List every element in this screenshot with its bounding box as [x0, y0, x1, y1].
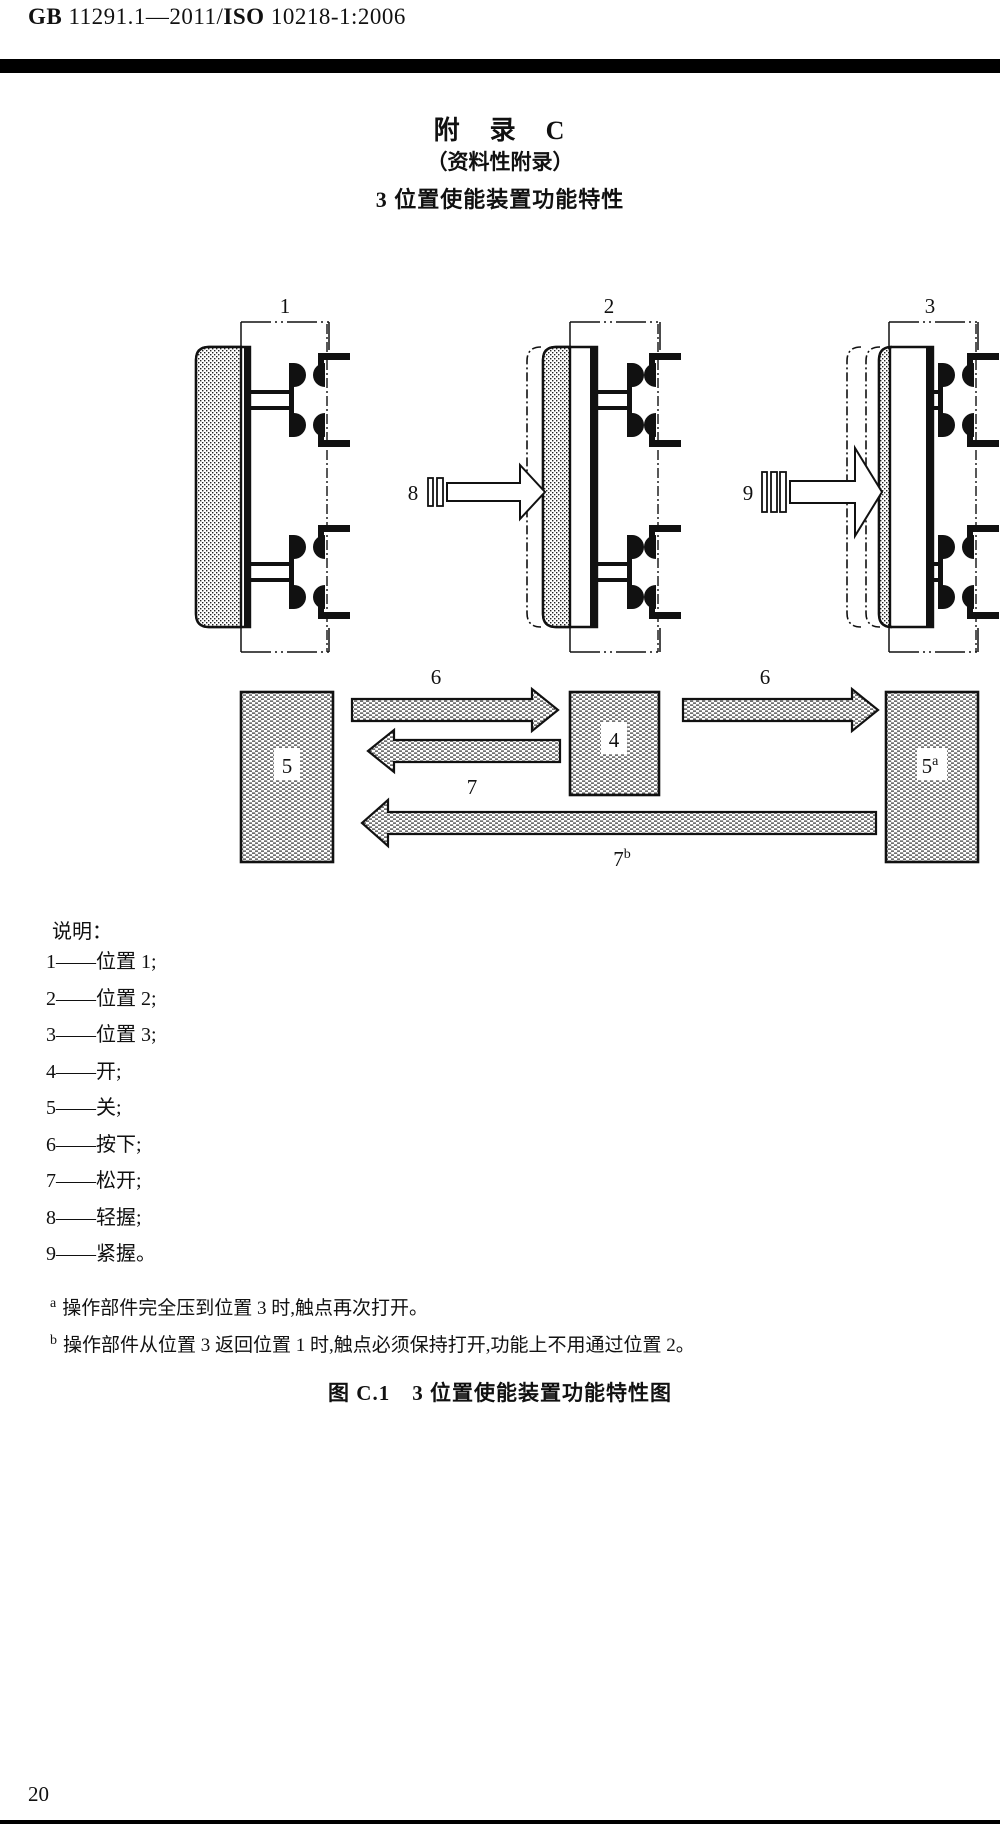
- legend-item: 9——紧握。: [46, 1243, 156, 1265]
- actuator-pad: [877, 345, 893, 629]
- footnote-a-marker: a: [50, 1295, 57, 1311]
- actuator-pad: [194, 345, 243, 629]
- footnote-b-marker: b: [50, 1332, 57, 1348]
- top-rule-bar: [0, 59, 1000, 73]
- legend-item: 7——松开;: [46, 1170, 142, 1192]
- label-off-again: 5a: [922, 754, 940, 778]
- legend-item: 2——位置 2;: [46, 987, 157, 1010]
- release-arrow: [366, 727, 562, 775]
- header-number: 11291.1—2011/: [62, 4, 224, 29]
- label-position-2: 2: [604, 294, 615, 318]
- legend-item: 8——轻握;: [46, 1206, 142, 1229]
- document-header: GB 11291.1—2011/ISO 10218-1:2006: [28, 4, 406, 30]
- label-press-left: 6: [431, 665, 442, 689]
- figure-caption: 图 C.1 3 位置使能装置功能特性图: [328, 1381, 672, 1405]
- top-bracket-stubs: [569, 322, 661, 350]
- actuator-face: [244, 346, 250, 628]
- actuator-pad: [541, 345, 572, 629]
- legend-item: 5——关;: [46, 1097, 122, 1119]
- legend-item: 4——开;: [46, 1060, 122, 1083]
- label-light-grip: 8: [408, 481, 419, 505]
- switch-unit-position-2: 2 8: [408, 294, 681, 653]
- appendix-type: （资料性附录）: [426, 150, 574, 174]
- state-box-on-labelpatch: [601, 722, 627, 754]
- label-on: 4: [609, 728, 620, 752]
- legend-item: 6——按下;: [46, 1133, 142, 1156]
- contact-lower-closed: [597, 525, 681, 619]
- tight-grip-arrow: [761, 444, 884, 540]
- header-iso: ISO: [223, 4, 265, 29]
- appendix-subject: 3 位置使能装置功能特性: [375, 187, 625, 212]
- contact-upper-open: [250, 353, 350, 447]
- state-diagram: 5 4 5a 6 6 7 7b: [239, 665, 980, 871]
- header-gb: GB: [28, 4, 63, 29]
- label-position-3: 3: [925, 294, 936, 318]
- label-position-1: 1: [280, 294, 291, 318]
- state-box-off-labelpatch: [274, 748, 300, 780]
- legend-list: 1——位置 1; 2——位置 2; 3——位置 3; 4——开; 5——关; 6…: [46, 944, 157, 1273]
- bottom-bracket-stubs: [888, 628, 979, 652]
- press-arrow-right: [681, 686, 880, 734]
- label-release-long: 7b: [613, 847, 631, 871]
- actuator-face: [590, 346, 597, 628]
- switch-unit-position-3: 3 9: [743, 294, 999, 653]
- contact-lower-reopened: [933, 525, 999, 619]
- label-press-right: 6: [760, 665, 771, 689]
- top-bracket-stubs: [240, 322, 330, 350]
- state-box-off-again-labelpatch: [917, 748, 947, 780]
- footnote-b: b 操作部件从位置 3 返回位置 1 时,触点必须保持打开,功能上不用通过位置 2…: [50, 1330, 695, 1357]
- label-release: 7: [467, 775, 478, 799]
- release-arrow-long: [360, 797, 878, 849]
- contact-upper-reopened: [933, 353, 999, 447]
- bottom-rule-bar: [0, 1820, 1000, 1824]
- page-number: 20: [28, 1782, 49, 1806]
- press-arrow-left: [350, 686, 560, 734]
- bottom-bracket-stubs: [569, 628, 661, 652]
- top-bracket-stubs: [888, 322, 979, 350]
- legend-item: 3——位置 3;: [46, 1024, 157, 1046]
- actuator-face: [926, 346, 933, 628]
- light-grip-arrow: [427, 462, 547, 522]
- label-off: 5: [282, 754, 293, 778]
- contact-upper-closed: [597, 353, 681, 447]
- footnote-b-text: 操作部件从位置 3 返回位置 1 时,触点必须保持打开,功能上不用通过位置 2。: [63, 1335, 695, 1356]
- footnote-a-text: 操作部件完全压到位置 3 时,触点再次打开。: [62, 1298, 428, 1319]
- appendix-title: 附 录 C: [433, 116, 567, 145]
- switch-unit-position-1: 1: [194, 294, 350, 653]
- header-rest: 10218-1:2006: [264, 4, 406, 29]
- figure-c1-diagram: 1: [194, 294, 999, 871]
- legend-item: 1——位置 1;: [46, 951, 157, 973]
- label-tight-grip: 9: [743, 481, 754, 505]
- contact-lower-open: [250, 525, 350, 619]
- footnote-a: a 操作部件完全压到位置 3 时,触点再次打开。: [50, 1293, 428, 1320]
- legend-heading: 说明：: [52, 921, 112, 943]
- bottom-bracket-stubs: [240, 628, 330, 652]
